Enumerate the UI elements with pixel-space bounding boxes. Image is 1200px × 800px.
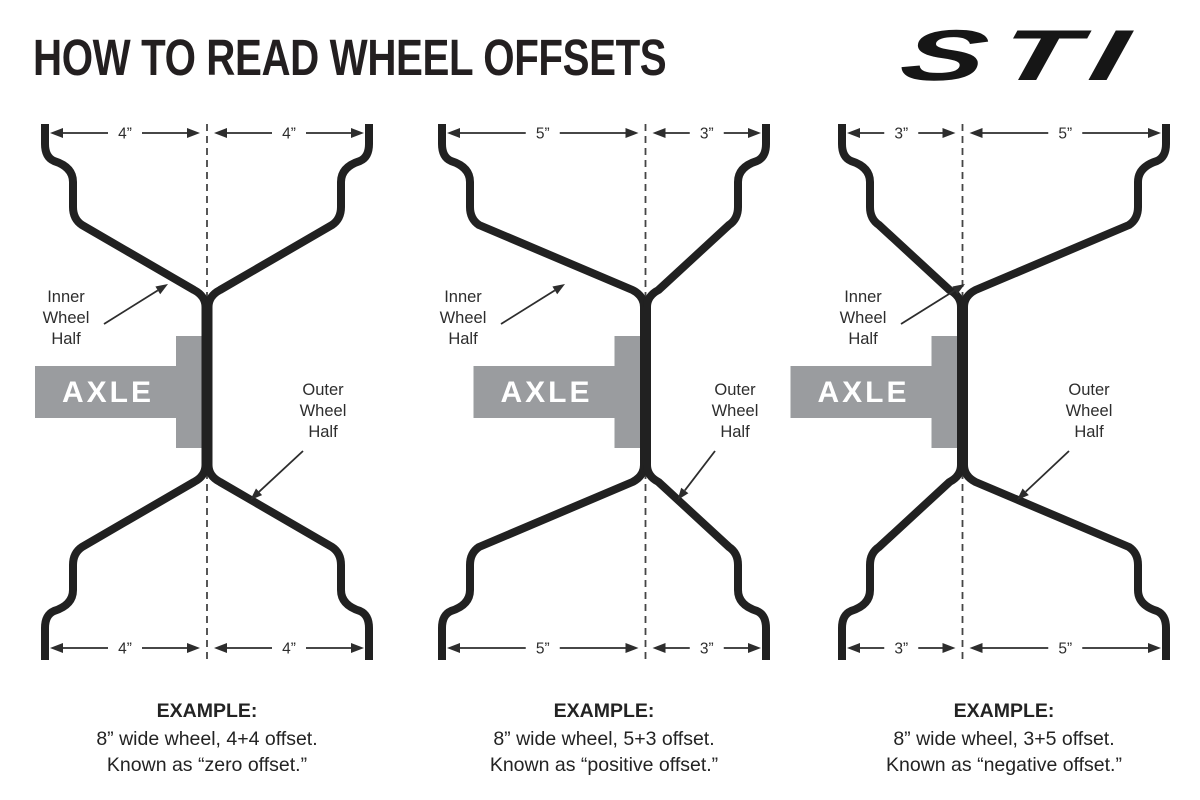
dim-top-outer: 4” [282,126,296,143]
inner-wheel-half-label: Inner Wheel Half [840,288,887,348]
example-heading: EXAMPLE: [953,700,1055,722]
example-line: 8” wide wheel, 5+3 offset. [493,728,715,750]
outer-label-line: Half [308,423,338,441]
inner-label-line: Half [51,330,81,348]
example-zero-offset: EXAMPLE: 8” wide wheel, 4+4 offset. Know… [37,700,377,778]
outer-label-line: Outer [302,381,344,399]
outer-label-line: Outer [714,381,756,399]
inner-label-line: Wheel [440,309,487,327]
dimension-arrows [447,128,761,653]
example-line: 8” wide wheel, 3+5 offset. [893,728,1115,750]
example-line: Known as “positive offset.” [489,753,719,776]
inner-wheel-half-label: Inner Wheel Half [43,288,90,348]
axle-label: AXLE [62,376,154,409]
inner-half-arrow [103,284,168,325]
outer-wheel-half-label: Outer Wheel Half [1066,381,1113,441]
sti-logo: STI [893,16,1149,96]
axle-shaft [473,366,620,418]
example-line: Known as “zero offset.” [106,753,308,776]
dim-bottom-inner: 5” [536,641,550,658]
example-heading: EXAMPLE: [156,700,258,722]
dimension-arrows [50,128,364,653]
dim-bottom-inner: 3” [894,641,908,658]
wheel-diagram-negative-offset: 3” 5” 3” 5” Inner Wheel Half Outer Wheel… [790,124,1170,662]
dimension-arrows [847,128,1161,653]
outer-half-arrow [677,450,716,500]
outer-label-line: Wheel [300,402,347,420]
outer-wheel-half-label: Outer Wheel Half [712,381,759,441]
outer-half-arrow [250,450,304,500]
outer-label-line: Half [720,423,750,441]
inner-label-line: Wheel [840,309,887,327]
outer-label-line: Outer [1068,381,1110,399]
hub-flange [176,336,202,448]
axle-label: AXLE [817,376,909,409]
dim-bottom-inner: 4” [118,641,132,658]
example-line: Known as “negative offset.” [886,753,1122,776]
outer-wheel-half-profile [204,124,373,660]
inner-half-arrow [500,284,565,325]
dim-bottom-outer: 5” [1058,641,1072,658]
inner-label-line: Inner [444,288,482,306]
axle-label: AXLE [500,376,592,409]
dim-top-inner: 3” [894,126,908,143]
outer-wheel-half-profile [960,124,1170,660]
wheel-cross-section [35,124,373,662]
dim-top-outer: 5” [1058,126,1072,143]
example-line: 8” wide wheel, 4+4 offset. [96,728,318,750]
dim-bottom-outer: 4” [282,641,296,658]
hub-flange [614,336,641,448]
outer-wheel-half-label: Outer Wheel Half [300,381,347,441]
inner-label-line: Wheel [43,309,90,327]
wheel-diagram-positive-offset: 5” 3” 5” 3” Inner Wheel Half Outer Wheel… [438,124,770,662]
dim-top-outer: 3” [700,126,714,143]
axle-shaft [35,366,181,418]
example-heading: EXAMPLE: [553,700,655,722]
inner-label-line: Inner [47,288,85,306]
inner-label-line: Inner [844,288,882,306]
outer-half-arrow [1016,450,1070,500]
hub-flange [931,336,958,448]
axle-shaft [790,366,937,418]
example-positive-offset: EXAMPLE: 8” wide wheel, 5+3 offset. Know… [434,700,774,778]
example-negative-offset: EXAMPLE: 8” wide wheel, 3+5 offset. Know… [834,700,1174,778]
inner-label-line: Half [848,330,878,348]
outer-wheel-half-profile [643,124,770,660]
outer-label-line: Half [1074,423,1104,441]
outer-label-line: Wheel [712,402,759,420]
wheel-diagram-zero-offset: 4” 4” 4” 4” Inner Wheel Half Outer Wheel… [35,124,373,662]
page-title: HOW TO READ WHEEL OFFSETS [33,29,667,86]
wheel-cross-section [438,124,770,662]
dim-top-inner: 5” [536,126,550,143]
inner-half-arrow [900,284,965,325]
inner-label-line: Half [448,330,478,348]
dim-top-inner: 4” [118,126,132,143]
wheel-cross-section [790,124,1170,662]
outer-label-line: Wheel [1066,402,1113,420]
inner-wheel-half-label: Inner Wheel Half [440,288,487,348]
dim-bottom-outer: 3” [700,641,714,658]
